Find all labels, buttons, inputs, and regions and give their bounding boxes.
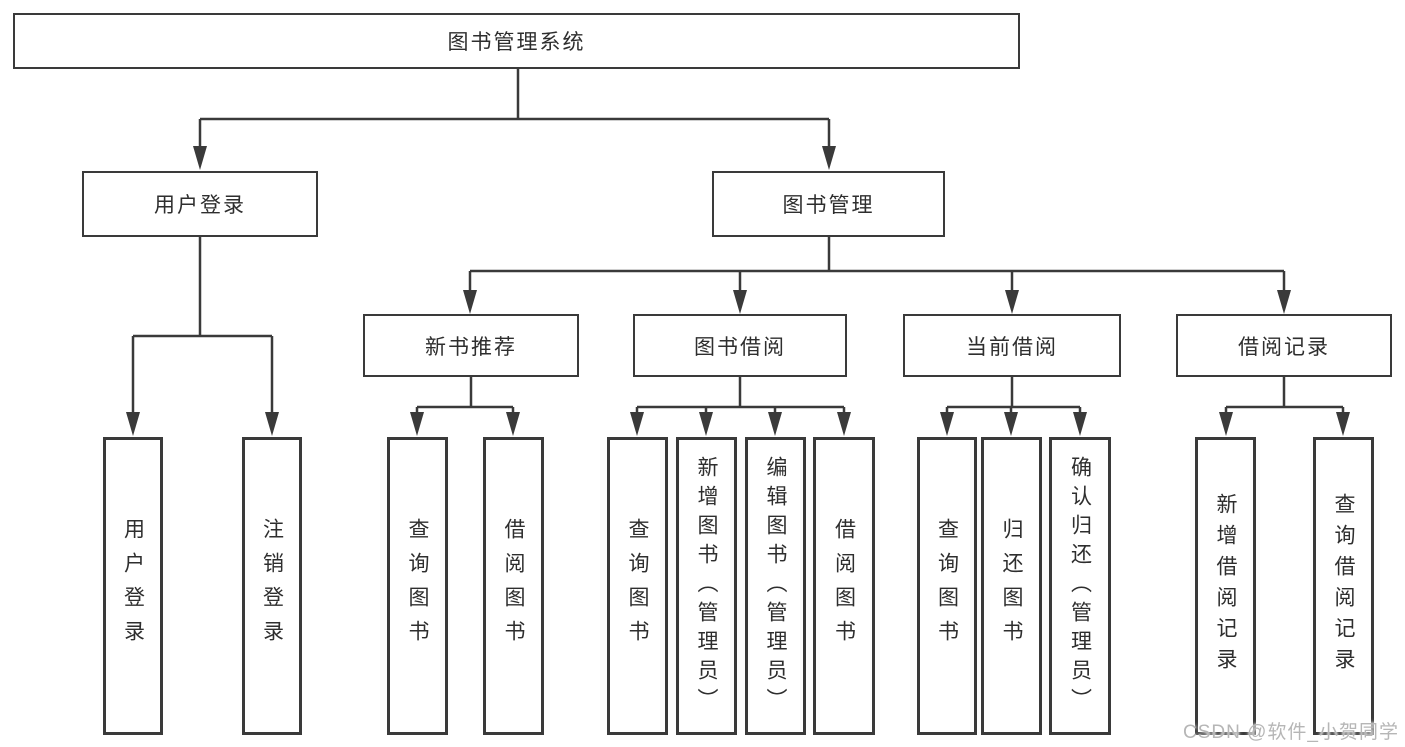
- connector-bookborrow-to-leaves: [635, 377, 846, 418]
- node-leaf-nb-borrow-books-label: 借阅图书: [502, 518, 525, 654]
- node-leaf-br-add-record-label: 新增借阅记录: [1214, 493, 1237, 679]
- node-leaf-cb-confirm-return-admin-label: 确认归还（管理员）: [1068, 455, 1092, 717]
- connector-currentborrow-to-leaves: [945, 377, 1082, 418]
- node-leaf-logout-label: 注销登录: [260, 518, 284, 654]
- connector-borrowrecords-to-leaves: [1224, 377, 1345, 418]
- node-leaf-bb-query-books-label: 查询图书: [626, 518, 649, 654]
- node-leaf-bb-borrow-books-label: 借阅图书: [832, 518, 856, 654]
- connector-newbookrec-to-leaves: [415, 377, 515, 418]
- node-leaf-bb-edit-books-admin: 编辑图书（管理员）: [745, 437, 806, 735]
- node-book-management: 图书管理: [712, 171, 945, 237]
- node-leaf-bb-add-books-admin: 新增图书（管理员）: [676, 437, 737, 735]
- node-root-system: 图书管理系统: [13, 13, 1020, 69]
- node-book-borrow-label: 图书借阅: [694, 335, 786, 359]
- node-leaf-bb-borrow-books: 借阅图书: [813, 437, 875, 735]
- node-leaf-br-add-record: 新增借阅记录: [1195, 437, 1256, 735]
- node-book-borrow: 图书借阅: [633, 314, 847, 377]
- node-leaf-br-query-record: 查询借阅记录: [1313, 437, 1374, 735]
- node-new-book-recommend: 新书推荐: [363, 314, 579, 377]
- connector-userlogin-to-leaves: [131, 237, 274, 418]
- node-leaf-nb-borrow-books: 借阅图书: [483, 437, 544, 735]
- node-current-borrow: 当前借阅: [903, 314, 1121, 377]
- node-root-system-label: 图书管理系统: [447, 31, 586, 54]
- node-leaf-user-login: 用户登录: [103, 437, 163, 735]
- node-leaf-nb-query-books: 查询图书: [387, 437, 448, 735]
- node-leaf-cb-query-books: 查询图书: [917, 437, 977, 735]
- node-new-book-recommend-label: 新书推荐: [425, 335, 517, 359]
- node-leaf-user-login-label: 用户登录: [121, 518, 145, 654]
- node-leaf-bb-query-books: 查询图书: [607, 437, 668, 735]
- node-user-login: 用户登录: [82, 171, 318, 237]
- node-leaf-cb-return-books-label: 归还图书: [1000, 518, 1023, 654]
- node-leaf-cb-confirm-return-admin: 确认归还（管理员）: [1049, 437, 1111, 735]
- node-leaf-cb-query-books-label: 查询图书: [935, 518, 959, 654]
- connector-bookmgmt-to-level3: [468, 237, 1286, 296]
- node-current-borrow-label: 当前借阅: [966, 335, 1058, 359]
- node-borrow-records-label: 借阅记录: [1238, 335, 1330, 359]
- node-leaf-br-query-record-label: 查询借阅记录: [1332, 493, 1355, 679]
- node-leaf-logout: 注销登录: [242, 437, 302, 735]
- node-book-management-label: 图书管理: [782, 194, 875, 217]
- node-leaf-nb-query-books-label: 查询图书: [406, 518, 429, 654]
- node-leaf-bb-edit-books-admin-label: 编辑图书（管理员）: [764, 455, 787, 717]
- node-borrow-records: 借阅记录: [1176, 314, 1392, 377]
- node-leaf-cb-return-books: 归还图书: [981, 437, 1042, 735]
- csdn-watermark: CSDN @软件_小贺同学: [1183, 722, 1399, 743]
- node-leaf-bb-add-books-admin-label: 新增图书（管理员）: [695, 455, 718, 717]
- node-user-login-label: 用户登录: [154, 194, 246, 217]
- connector-root-to-level2: [198, 69, 831, 150]
